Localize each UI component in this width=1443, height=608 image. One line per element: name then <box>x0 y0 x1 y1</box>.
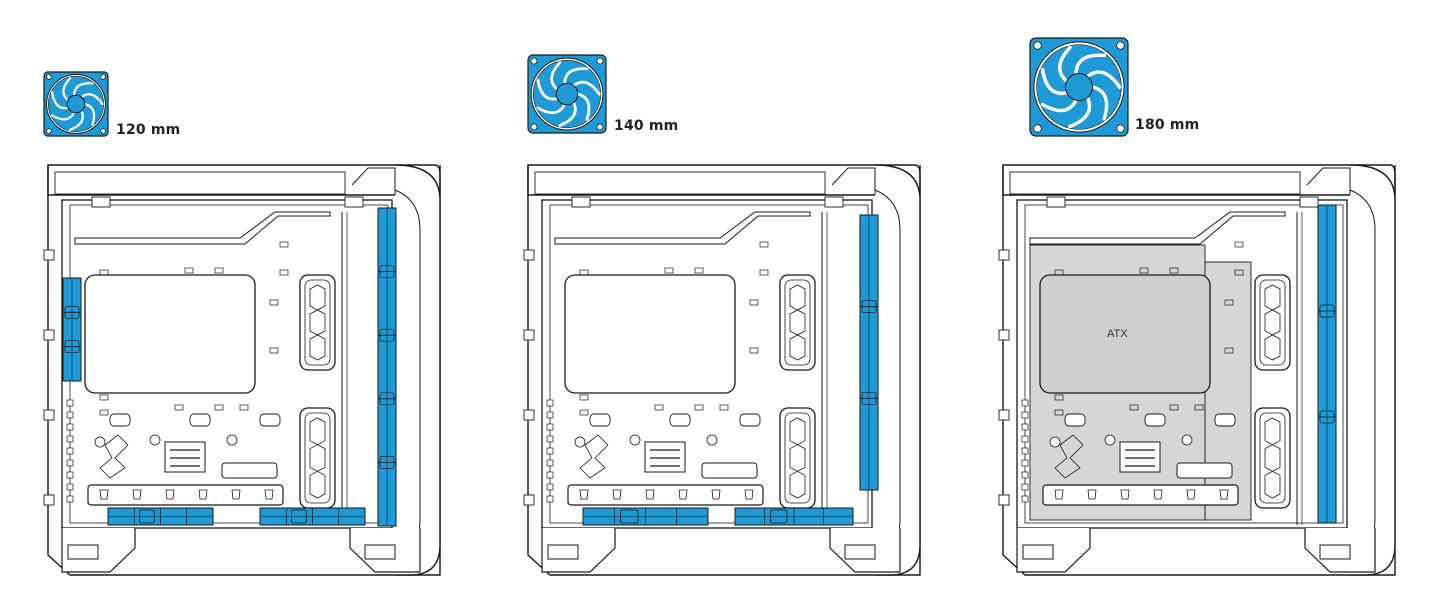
atx-board-label: ATX <box>1107 328 1128 340</box>
case-side-view <box>523 164 921 576</box>
psu-shroud <box>567 484 764 506</box>
case-diagram-140: 140 mm <box>480 0 950 608</box>
spec-plate <box>644 441 686 473</box>
case-outline <box>523 164 921 576</box>
side-fan-mount <box>377 207 397 527</box>
fan-size-label: 180 mm <box>1135 117 1200 133</box>
case-diagram-120: 120 mm <box>0 0 470 608</box>
spec-plate <box>164 441 206 473</box>
psu-shroud <box>1042 484 1239 506</box>
cpu-cutout <box>84 274 256 394</box>
fan-icon-180 <box>1029 37 1129 137</box>
side-fan-mount <box>62 277 82 382</box>
fan-icon-120 <box>43 71 109 137</box>
drive-bay <box>299 274 336 371</box>
side-fan-mount <box>1317 204 1337 524</box>
bottom-fan-mount <box>734 507 854 526</box>
fan-size-label: 120 mm <box>116 122 181 138</box>
fan-icon <box>43 71 109 137</box>
drive-bay <box>299 407 336 509</box>
case-side-view <box>998 164 1396 576</box>
case-outline <box>43 164 441 576</box>
fan-icon <box>1029 37 1129 137</box>
drive-bay <box>779 407 816 509</box>
drive-bay <box>779 274 816 371</box>
cpu-cutout <box>1039 274 1211 394</box>
cpu-cutout <box>564 274 736 394</box>
fan-icon <box>527 54 607 134</box>
fan-size-label: 140 mm <box>614 118 679 134</box>
case-outline <box>998 164 1396 576</box>
case-side-view <box>43 164 441 576</box>
side-fan-mount <box>859 214 879 491</box>
bottom-fan-mount <box>107 507 214 526</box>
drive-bay <box>1254 407 1291 509</box>
spec-plate <box>1119 441 1161 473</box>
drive-bay <box>1254 274 1291 371</box>
case-diagram-180: 180 mm ATX <box>955 0 1425 608</box>
bottom-fan-mount <box>582 507 709 526</box>
psu-shroud <box>87 484 284 506</box>
bottom-fan-mount <box>259 507 366 526</box>
fan-icon-140 <box>527 54 607 134</box>
